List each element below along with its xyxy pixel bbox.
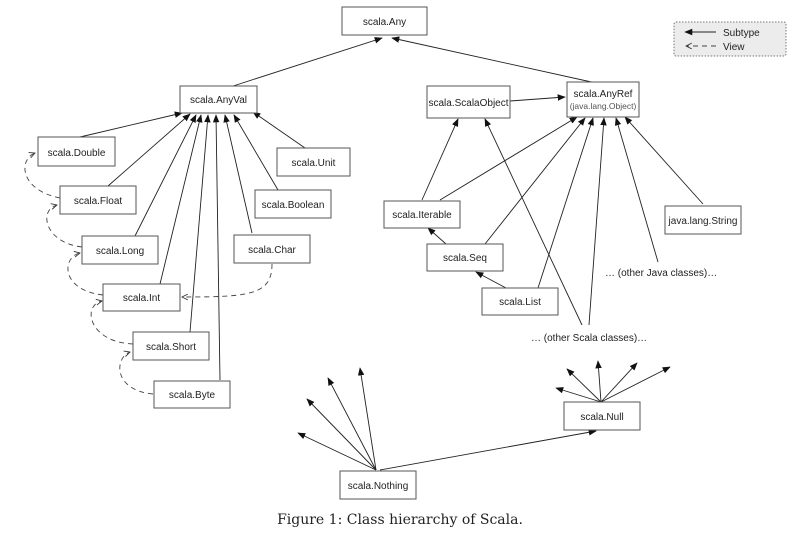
edge-int-anyval <box>159 114 203 285</box>
node-sublabel: (java.lang.Object) <box>570 101 637 111</box>
edge-list-seq <box>475 271 507 289</box>
node-label: scala.Any <box>363 17 406 28</box>
edge-other-scala-anyref <box>588 117 607 326</box>
node-label: scala.Byte <box>169 390 216 401</box>
edge-null-fan-5 <box>600 366 671 403</box>
node-scala-long[interactable]: scala.Long <box>81 235 159 265</box>
view-int-long <box>67 253 104 296</box>
node-label: scala.Short <box>146 342 196 353</box>
node-scala-float[interactable]: scala.Float <box>59 185 137 215</box>
edge-byte-anyval <box>212 114 221 381</box>
other-java-classes-label: … (other Java classes)… <box>605 268 717 279</box>
edge-anyval-any <box>229 37 383 88</box>
node-scala-null[interactable]: scala.Null <box>563 401 641 431</box>
view-long-float <box>46 205 83 248</box>
edge-scalaobject-anyref <box>509 94 566 102</box>
edge-null-fan-1 <box>555 387 602 403</box>
edge-nothing-fan-4 <box>357 367 377 471</box>
subtype-edges <box>79 36 704 471</box>
node-scala-list[interactable]: scala.List <box>481 287 559 316</box>
edge-iterable-anyref <box>439 116 578 201</box>
legend-subtype-label: Subtype <box>723 28 760 39</box>
edge-iterable-scalaobject <box>421 118 459 201</box>
edge-double-anyval <box>79 111 183 138</box>
edge-null-fan-4 <box>600 362 638 403</box>
node-scala-short[interactable]: scala.Short <box>132 331 210 361</box>
edge-other-java-anyref <box>614 117 659 263</box>
node-scala-scalaobject[interactable]: scala.ScalaObject <box>426 85 511 119</box>
node-label: scala.Null <box>580 412 623 423</box>
edge-null-fan-2 <box>566 368 602 403</box>
node-java-lang-string[interactable]: java.lang.String <box>664 205 742 235</box>
edge-other-scala-scalaobject <box>484 118 583 326</box>
node-scala-nothing[interactable]: scala.Nothing <box>339 470 417 500</box>
edge-nothing-fan-2 <box>306 398 377 471</box>
edge-seq-anyref <box>484 117 586 245</box>
node-scala-boolean[interactable]: scala.Boolean <box>254 189 332 219</box>
node-label: scala.Float <box>74 196 123 207</box>
node-scala-anyref[interactable]: scala.AnyRef (java.lang.Object) <box>566 81 640 118</box>
node-label: scala.Char <box>248 245 296 256</box>
node-scala-iterable[interactable]: scala.Iterable <box>383 200 461 229</box>
figure-caption: Figure 1: Class hierarchy of Scala. <box>277 512 523 528</box>
node-scala-anyval[interactable]: scala.AnyVal <box>179 85 258 114</box>
edge-list-anyref <box>537 117 594 289</box>
node-scala-unit[interactable]: scala.Unit <box>276 147 351 177</box>
node-label: scala.Long <box>96 246 144 257</box>
node-label: scala.ScalaObject <box>428 98 508 109</box>
edge-nothing-null <box>379 429 597 471</box>
edge-boolean-anyval <box>233 114 279 191</box>
node-scala-int[interactable]: scala.Int <box>102 283 181 312</box>
node-label: scala.AnyRef <box>574 89 633 100</box>
view-float-double <box>24 153 61 199</box>
view-byte-short <box>119 352 154 395</box>
edge-null-fan-3 <box>595 360 602 403</box>
edge-short-anyval <box>189 114 211 333</box>
node-label: scala.Unit <box>292 158 336 169</box>
edge-float-anyval <box>107 113 191 187</box>
view-char-int <box>182 263 273 297</box>
other-scala-classes-label: … (other Scala classes)… <box>531 333 647 344</box>
edge-unit-anyval <box>252 111 306 149</box>
view-short-int <box>90 301 134 345</box>
edge-string-anyref <box>624 116 704 205</box>
node-label: java.lang.String <box>668 216 738 227</box>
node-label: scala.Boolean <box>262 200 325 211</box>
node-label: scala.Iterable <box>392 210 452 221</box>
edge-long-anyval <box>134 114 197 237</box>
edge-char-anyval <box>223 114 253 234</box>
view-edges <box>24 153 273 395</box>
node-scala-double[interactable]: scala.Double <box>37 136 116 167</box>
node-scala-char[interactable]: scala.Char <box>233 234 311 264</box>
node-label: scala.Nothing <box>348 481 409 492</box>
edge-seq-iterable <box>427 227 447 245</box>
node-label: scala.AnyVal <box>190 95 247 106</box>
legend-view-label: View <box>723 42 745 53</box>
edge-nothing-fan-3 <box>327 377 377 471</box>
node-label: scala.List <box>499 297 541 308</box>
edge-anyref-any <box>391 36 606 86</box>
node-label: scala.Double <box>48 148 106 159</box>
node-label: scala.Seq <box>443 253 487 264</box>
node-scala-seq[interactable]: scala.Seq <box>426 243 504 272</box>
node-scala-any[interactable]: scala.Any <box>341 6 428 36</box>
edge-nothing-fan-1 <box>297 432 377 471</box>
node-label: scala.Int <box>123 293 160 304</box>
node-scala-byte[interactable]: scala.Byte <box>153 380 231 409</box>
legend: Subtype View <box>673 21 787 57</box>
